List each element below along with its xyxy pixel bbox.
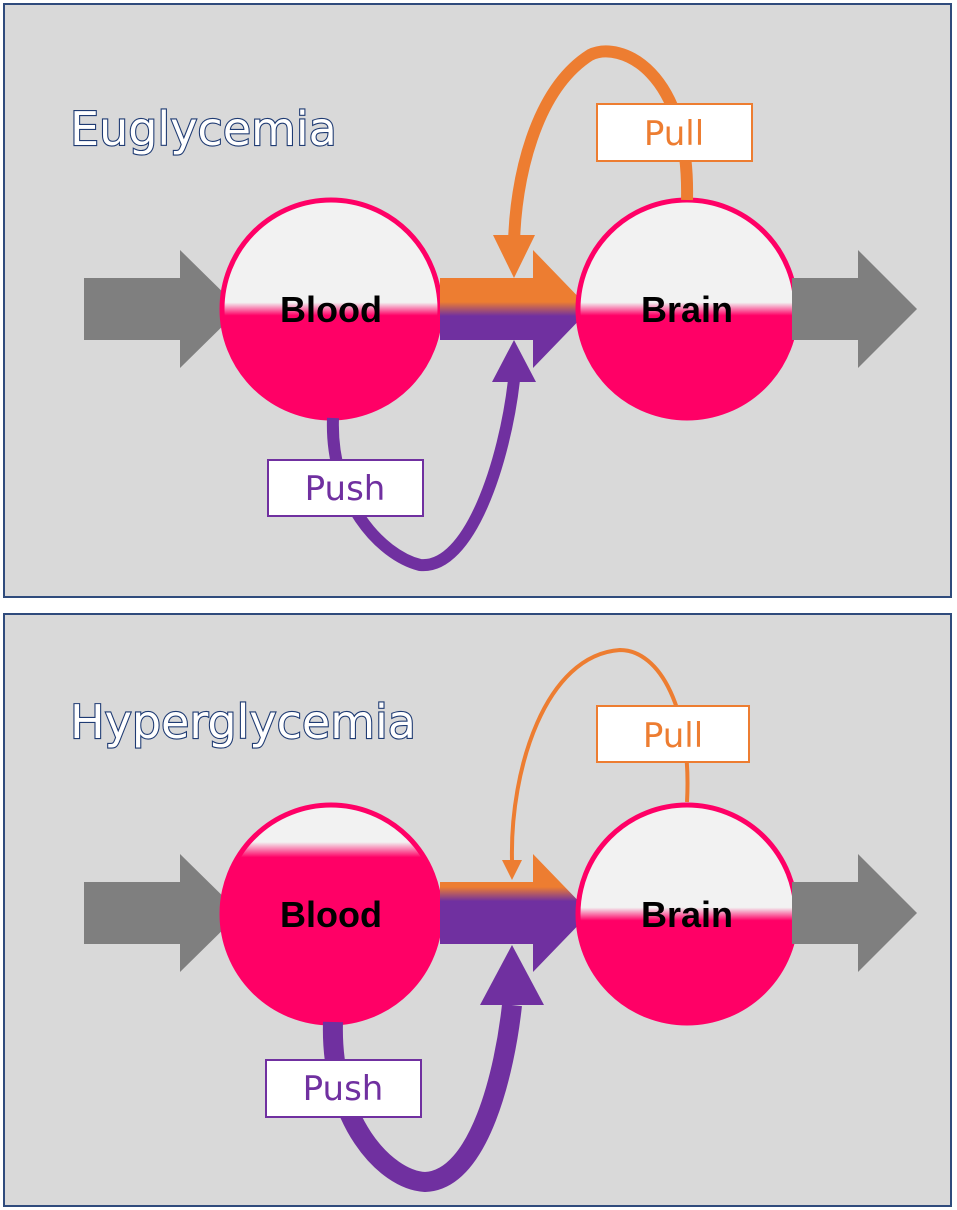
blood-label: Blood bbox=[280, 289, 382, 330]
pull-arrowhead bbox=[502, 860, 522, 880]
push-arrowhead bbox=[492, 340, 536, 382]
push-label-box bbox=[265, 1059, 422, 1118]
push-label: Push bbox=[303, 1069, 384, 1109]
brain-label: Brain bbox=[641, 289, 733, 330]
blood-label: Blood bbox=[280, 894, 382, 935]
push-label: Push bbox=[305, 469, 386, 509]
push-arrowhead bbox=[480, 945, 544, 1005]
euglycemia-diagram: Euglycemia Blood Brain Pull Push bbox=[69, 45, 917, 572]
pull-label: Pull bbox=[643, 716, 703, 756]
push-label-box bbox=[267, 459, 424, 517]
transport-arrow bbox=[440, 854, 590, 972]
hyperglycemia-diagram: Hyperglycemia Blood Brain Pull Push bbox=[69, 647, 917, 1193]
transport-arrow bbox=[440, 250, 590, 368]
outflow-arrow bbox=[792, 854, 917, 972]
outflow-arrow bbox=[792, 250, 917, 368]
pull-arrowhead bbox=[493, 235, 535, 278]
inflow-arrow bbox=[84, 854, 240, 972]
panel-title-hyperglycemia: Hyperglycemia bbox=[70, 695, 416, 749]
inflow-arrow bbox=[84, 250, 240, 368]
pull-label-box bbox=[596, 103, 753, 162]
panel-title-euglycemia: Euglycemia bbox=[70, 102, 337, 156]
pull-label-box bbox=[596, 705, 750, 763]
brain-label: Brain bbox=[641, 894, 733, 935]
pull-label: Pull bbox=[644, 114, 704, 154]
